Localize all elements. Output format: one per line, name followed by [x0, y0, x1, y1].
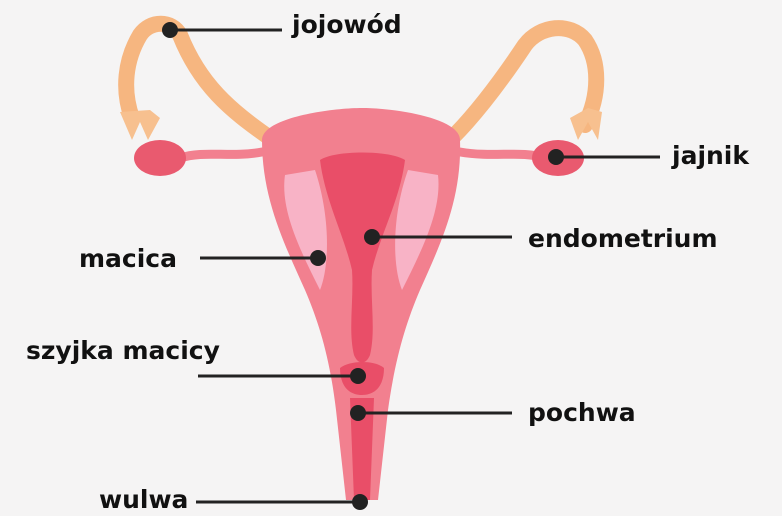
dot-cervix [350, 368, 366, 384]
dot-ovary [548, 149, 564, 165]
label-vulva: wulwa [99, 487, 188, 512]
dot-endometrium [364, 229, 380, 245]
dot-vulva [352, 494, 368, 510]
left-fimbriae [120, 110, 160, 140]
label-cervix: szyjka macicy [26, 338, 220, 363]
label-vagina: pochwa [528, 400, 636, 425]
label-endometrium: endometrium [528, 226, 718, 251]
dot-vagina [350, 405, 366, 421]
label-uterus: macica [79, 246, 177, 271]
right-fimbriae [570, 108, 602, 140]
dot-uterus [310, 250, 326, 266]
label-fallopian-tube: jojowód [292, 12, 402, 37]
left-ovary [134, 140, 186, 176]
left-ovarian-ligament [180, 152, 262, 158]
label-ovary: jajnik [672, 143, 749, 168]
dot-fallopian-tube [162, 22, 178, 38]
